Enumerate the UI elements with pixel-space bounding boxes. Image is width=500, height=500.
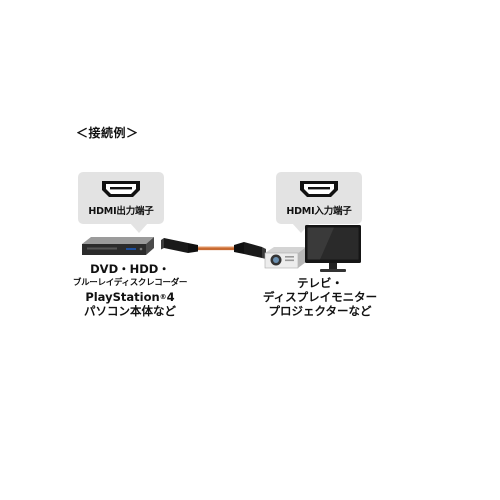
playstation-number: 4	[166, 290, 175, 304]
bluray-recorder-icon	[82, 237, 154, 255]
source-line-pc: パソコン本体など	[84, 304, 176, 318]
hdmi-cable-icon	[161, 238, 266, 259]
source-devices-label: DVD・HDD・ ブルーレイディスクレコーダー PlayStation®4 パソ…	[60, 262, 200, 318]
hdmi-output-label: HDMI出力端子	[88, 206, 154, 217]
source-line-playstation: PlayStation®4	[60, 290, 200, 304]
source-line-bluray: ブルーレイディスクレコーダー	[72, 278, 188, 288]
hdmi-output-bubble: HDMI出力端子	[78, 172, 164, 233]
display-line-projector: プロジェクターなど	[268, 304, 372, 318]
hdmi-port-icon	[102, 181, 140, 197]
connection-example-heading: ＜接続例＞	[76, 126, 139, 140]
source-line-dvd-hdd: DVD・HDD・	[90, 262, 170, 276]
display-devices-label: テレビ・ ディスプレイモニター プロジェクターなど	[250, 276, 390, 318]
display-line-tv: テレビ・	[297, 276, 343, 290]
hdmi-input-bubble: HDMI入力端子	[276, 172, 362, 233]
hdmi-input-label: HDMI入力端子	[286, 206, 352, 217]
tv-monitor-icon	[305, 225, 361, 272]
display-line-monitor: ディスプレイモニター	[262, 290, 378, 304]
playstation-text: PlayStation	[85, 290, 160, 304]
registered-mark: ®	[159, 293, 167, 301]
projector-icon	[264, 247, 306, 269]
hdmi-port-icon	[300, 181, 338, 197]
